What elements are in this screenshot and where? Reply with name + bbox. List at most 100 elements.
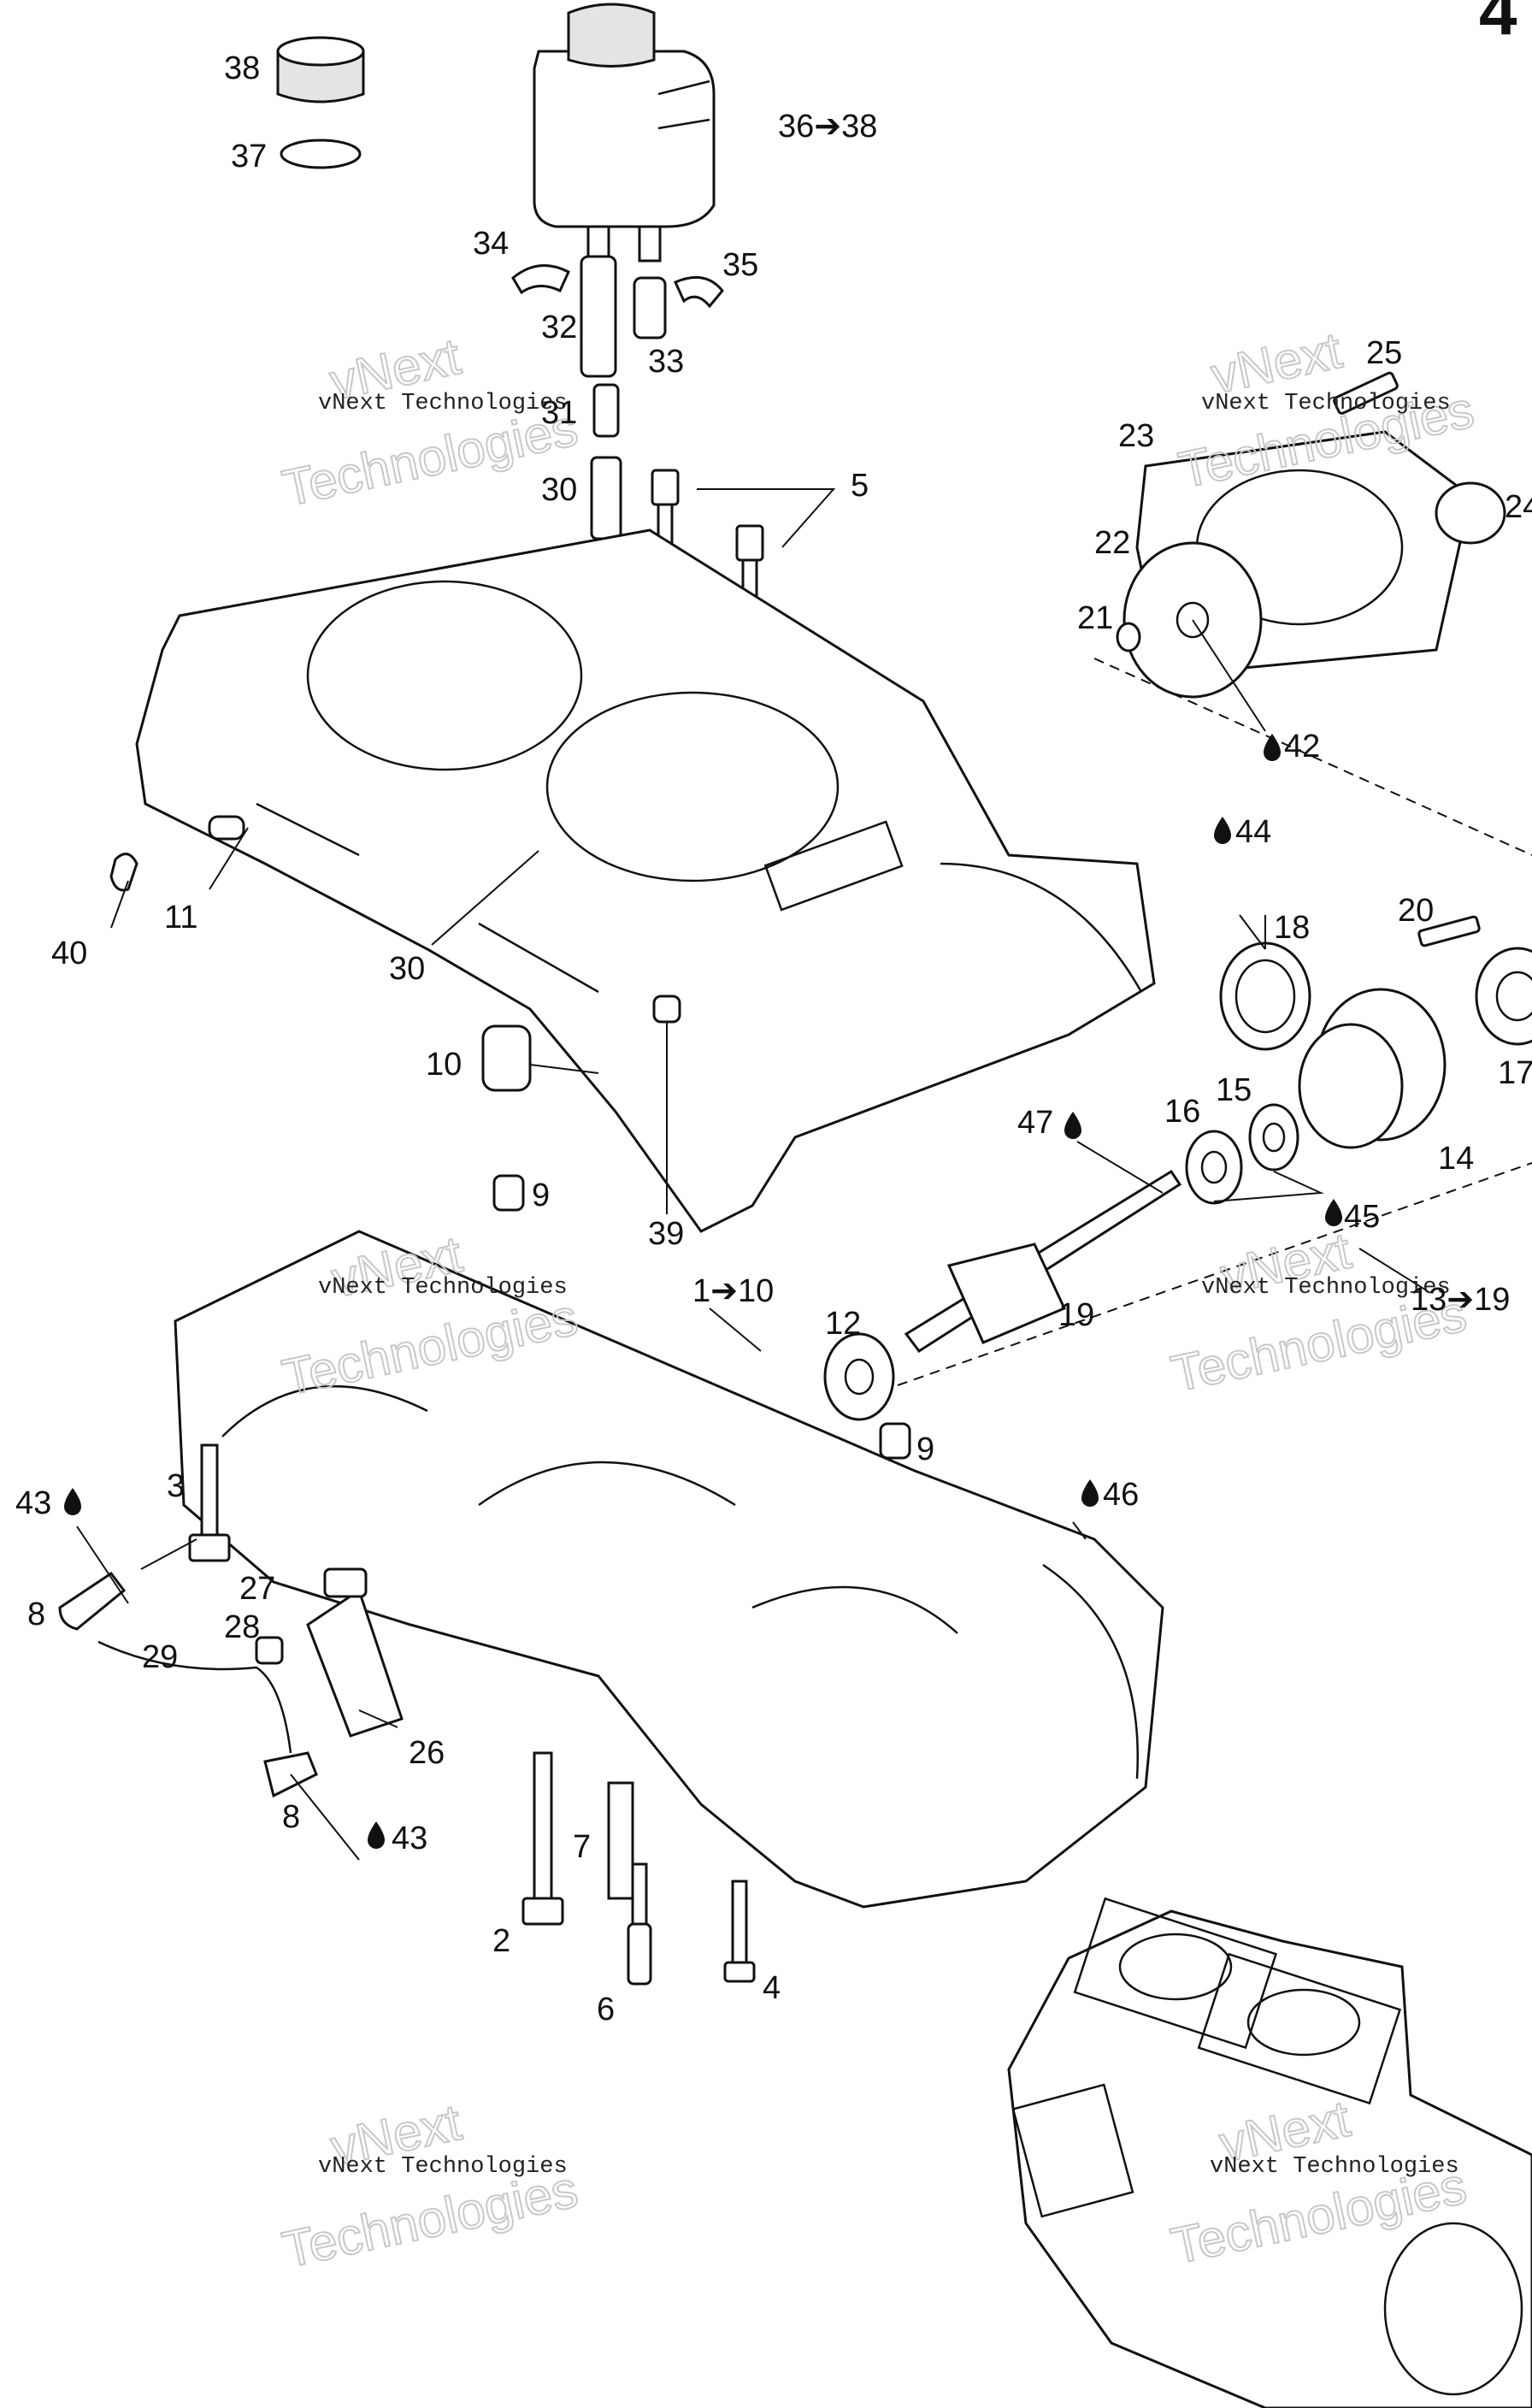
- o-ring-21: [1116, 622, 1141, 652]
- lead-3: [140, 1538, 197, 1570]
- callout-11: 11: [164, 900, 197, 935]
- pump-shaft-gear: [946, 1242, 1067, 1344]
- fitting-31: [592, 383, 620, 438]
- callout-40: 40: [51, 935, 87, 971]
- reservoir-ribs: [657, 80, 710, 130]
- shaft-group: [823, 914, 1532, 1421]
- pump-outlet-24: [1435, 481, 1506, 545]
- lead-11: [209, 827, 249, 890]
- bore-1: [1118, 1933, 1233, 2001]
- dowel-9a: [492, 1174, 525, 1212]
- callout-28: 28: [224, 1609, 260, 1645]
- magneto-housing-edge: [940, 862, 1143, 993]
- lower-crankcase-body: [174, 1230, 1164, 1909]
- pump-cover-center: [1176, 601, 1210, 639]
- cylinder-head-2: [1197, 1952, 1402, 2105]
- callout-47: 47: [1017, 1105, 1053, 1141]
- pump-axis-line: [1093, 658, 1532, 856]
- callout-43a: 43: [15, 1485, 51, 1521]
- bearing-12-inner: [844, 1358, 875, 1396]
- bearing-16: [1185, 1130, 1243, 1205]
- callout-5: 5: [851, 468, 869, 504]
- callout-30a: 30: [541, 472, 577, 508]
- callout-12: 12: [825, 1306, 861, 1342]
- callout-38: 38: [224, 50, 260, 86]
- callout-25: 25: [1366, 335, 1402, 371]
- cylinder-bore-front: [306, 580, 583, 771]
- callout-36-38: 36➔38: [778, 109, 877, 145]
- rotary-valve-cover: [1011, 2083, 1134, 2218]
- casting-ribs: [256, 802, 599, 994]
- callout-21: 21: [1077, 600, 1113, 636]
- crank-journals: [221, 1384, 958, 1634]
- lead-30b: [431, 850, 539, 946]
- watermark-5: vNext Technologies: [318, 2154, 568, 2180]
- lead-47: [1076, 1141, 1164, 1194]
- callout-42: 42: [1284, 729, 1320, 764]
- lead-10: [529, 1064, 599, 1074]
- cover-plate-26: [306, 1588, 404, 1738]
- bushing-39: [652, 994, 681, 1024]
- shaft-axis-line: [897, 1162, 1532, 1386]
- plug-11: [208, 815, 245, 841]
- callout-1-10: 1➔10: [692, 1273, 774, 1309]
- dowel-9b: [879, 1422, 911, 1460]
- callout-46: 46: [1103, 1477, 1139, 1513]
- lead-1-10: [709, 1307, 762, 1352]
- page-number: 4: [1479, 0, 1517, 49]
- fitting-8a: [58, 1571, 127, 1631]
- screw-28: [255, 1636, 284, 1665]
- seal-18-inner: [1234, 959, 1296, 1034]
- magneto-housing-inset: [1383, 2222, 1523, 2396]
- callout-24: 24: [1505, 489, 1532, 525]
- hose-clamp-34: [511, 263, 570, 295]
- hose-32: [580, 255, 617, 378]
- reservoir-cap-top: [276, 36, 365, 67]
- seal-18: [1219, 941, 1311, 1051]
- lower-bolts: [188, 1443, 756, 1986]
- bearing-16-inner: [1200, 1150, 1228, 1184]
- seal-10: [481, 1024, 532, 1092]
- callout-14: 14: [1438, 1141, 1474, 1177]
- oil-reservoir-group: [276, 3, 724, 752]
- bearing-12: [823, 1332, 895, 1421]
- reservoir-outlet-right: [638, 225, 662, 263]
- seal-17: [1475, 947, 1532, 1046]
- callout-29: 29: [142, 1639, 178, 1675]
- lower-crankcase: [174, 1174, 1164, 1909]
- lead-45: [1213, 1171, 1324, 1202]
- callout-17: 17: [1498, 1055, 1532, 1091]
- bolt-25: [1333, 371, 1399, 415]
- upper-crankcase: [135, 528, 1156, 1233]
- callout-37: 37: [231, 139, 267, 174]
- lead-43a: [76, 1526, 129, 1604]
- callout-22: 22: [1094, 525, 1130, 561]
- callout-16: 16: [1164, 1094, 1200, 1130]
- cap-seal: [280, 139, 362, 169]
- callout-43b: 43: [392, 1821, 427, 1856]
- callout-44: 44: [1235, 814, 1271, 850]
- callout-13-19: 13➔19: [1411, 1282, 1510, 1318]
- callout-27: 27: [239, 1571, 275, 1607]
- callout-45: 45: [1344, 1199, 1380, 1235]
- callout-4: 4: [763, 1970, 781, 2006]
- callout-39: 39: [648, 1216, 684, 1252]
- callout-19: 19: [1058, 1297, 1094, 1333]
- cylinder-bore-rear: [545, 691, 840, 882]
- callout-8a: 8: [27, 1596, 45, 1632]
- callout-7: 7: [573, 1829, 591, 1865]
- drop-45: [1325, 1199, 1342, 1226]
- drop-47: [1064, 1112, 1081, 1139]
- callout-2: 2: [492, 1923, 510, 1959]
- intake-port: [763, 820, 904, 912]
- watermark-outline-1b: Technologies: [278, 398, 583, 516]
- callout-33: 33: [648, 344, 684, 380]
- watermark-3: vNext Technologies: [318, 1275, 568, 1301]
- bearing-15-inner: [1262, 1122, 1286, 1153]
- lead-26: [358, 1709, 398, 1728]
- lead-43b: [290, 1774, 360, 1861]
- callout-34: 34: [473, 226, 509, 262]
- callout-30b: 30: [389, 951, 425, 987]
- watermark-1: vNext Technologies: [318, 391, 568, 416]
